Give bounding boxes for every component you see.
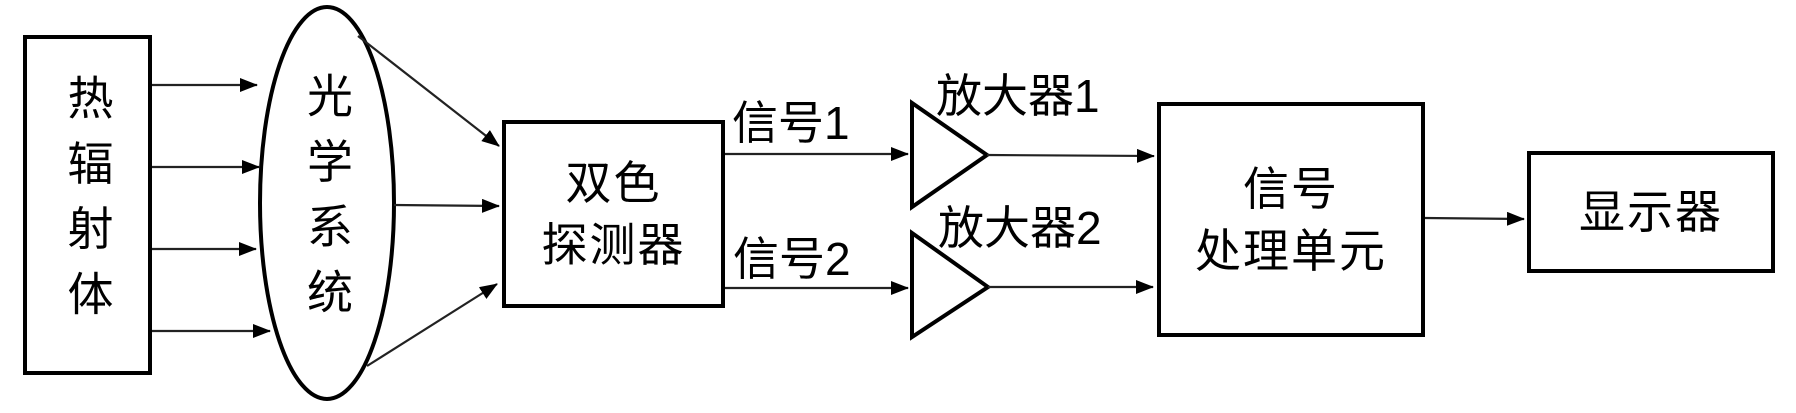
signal1-label: 信号1 xyxy=(732,97,850,149)
detector-label-line2: 探测器 xyxy=(541,219,686,271)
amplifier1-symbol xyxy=(910,99,991,211)
optics-ray-bottom xyxy=(366,283,498,367)
signal-processing-unit-label: 信号 处理单元 xyxy=(1195,158,1387,282)
detector-label: 双色 探测器 xyxy=(542,152,686,276)
processor-output-arrow xyxy=(1424,211,1525,226)
display-label: 显示器 xyxy=(1579,186,1723,238)
optics-ray-top xyxy=(357,35,500,147)
optical-system-label-wrap: 光学系统 xyxy=(260,7,394,399)
processor-label-line2: 处理单元 xyxy=(1195,224,1387,277)
thermal-radiator-box: 热辐射体 xyxy=(23,35,152,375)
optical-system-label: 光学系统 xyxy=(301,72,353,334)
detector-box: 双色 探测器 xyxy=(502,120,725,308)
display-box: 显示器 xyxy=(1527,151,1775,273)
optics-ray-middle xyxy=(393,198,500,213)
processor-label-line1: 信号 xyxy=(1243,162,1339,215)
signal2-label: 信号2 xyxy=(733,233,851,285)
thermal-radiator-label: 热辐射体 xyxy=(61,74,114,336)
amp1-output-arrow xyxy=(986,148,1155,163)
detector-label-line1: 双色 xyxy=(565,157,662,209)
amplifier1-label: 放大器1 xyxy=(936,70,1100,122)
amplifier2-label: 放大器2 xyxy=(938,202,1102,254)
optical-system-ellipse xyxy=(258,5,396,401)
amplifier2-symbol xyxy=(910,229,992,341)
signal-processing-unit-box: 信号 处理单元 xyxy=(1157,102,1425,337)
